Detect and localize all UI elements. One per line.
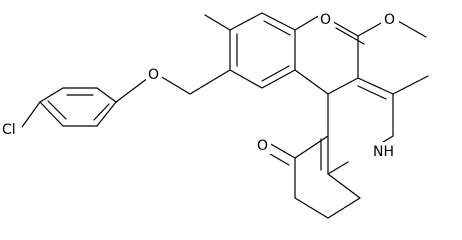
bond — [294, 69, 329, 95]
bond — [115, 77, 149, 103]
atom-o-ketone-label: O — [255, 136, 271, 154]
label-background — [381, 10, 399, 28]
ether-oxygen-atom: O — [148, 67, 159, 83]
bond — [294, 197, 329, 219]
atom-nh-label: NH — [371, 142, 397, 160]
label-background — [0, 121, 22, 137]
nh-atom: NH — [373, 144, 394, 160]
bond — [357, 85, 387, 100]
bond — [39, 101, 64, 127]
methyl-bond — [392, 75, 429, 95]
ketone-oxygen-atom: O — [257, 138, 268, 154]
bond — [357, 21, 384, 37]
bond — [263, 20, 291, 36]
bond — [327, 197, 361, 219]
atom-cl-label: Cl — [0, 121, 22, 138]
chlorophenyl-ring — [21, 77, 149, 128]
label-background — [146, 64, 162, 82]
bond — [39, 87, 64, 103]
ester-carbonyl-oxygen-atom: O — [320, 12, 331, 28]
methyl-bond — [294, 14, 321, 31]
bond — [327, 161, 349, 175]
label-background — [318, 10, 334, 28]
bond — [268, 142, 296, 159]
bond — [159, 75, 191, 95]
methyl-bond — [204, 14, 231, 31]
atom-o-alkoxy-label: O — [381, 10, 399, 28]
bond — [357, 77, 394, 95]
atom-o-ether-label: O — [146, 64, 162, 83]
cl-atom: Cl — [2, 122, 16, 138]
bond — [189, 69, 231, 95]
cyclohexanone-ring — [264, 135, 361, 219]
bond — [261, 65, 290, 82]
bond — [96, 87, 117, 103]
bond — [93, 103, 110, 121]
bond — [96, 101, 117, 127]
bond — [335, 27, 365, 45]
label-background — [255, 136, 271, 154]
bond — [229, 12, 263, 31]
bond — [47, 100, 67, 120]
bond — [294, 135, 329, 159]
ester-alkoxy-oxygen-atom: O — [384, 12, 395, 28]
atom-o-carbonyl-label: O — [318, 10, 334, 28]
methyl-ester-group — [329, 19, 427, 79]
methylene-linker — [159, 69, 231, 95]
dimethylphenyl-ring — [204, 12, 329, 95]
bond — [327, 77, 359, 95]
bond — [397, 20, 427, 38]
bond — [261, 12, 296, 31]
bond — [261, 69, 296, 89]
bond — [21, 101, 41, 128]
bond — [329, 19, 359, 37]
dihydropyridine-ring — [320, 75, 429, 175]
bond — [327, 173, 361, 199]
label-background — [371, 142, 397, 160]
bond — [229, 69, 263, 89]
